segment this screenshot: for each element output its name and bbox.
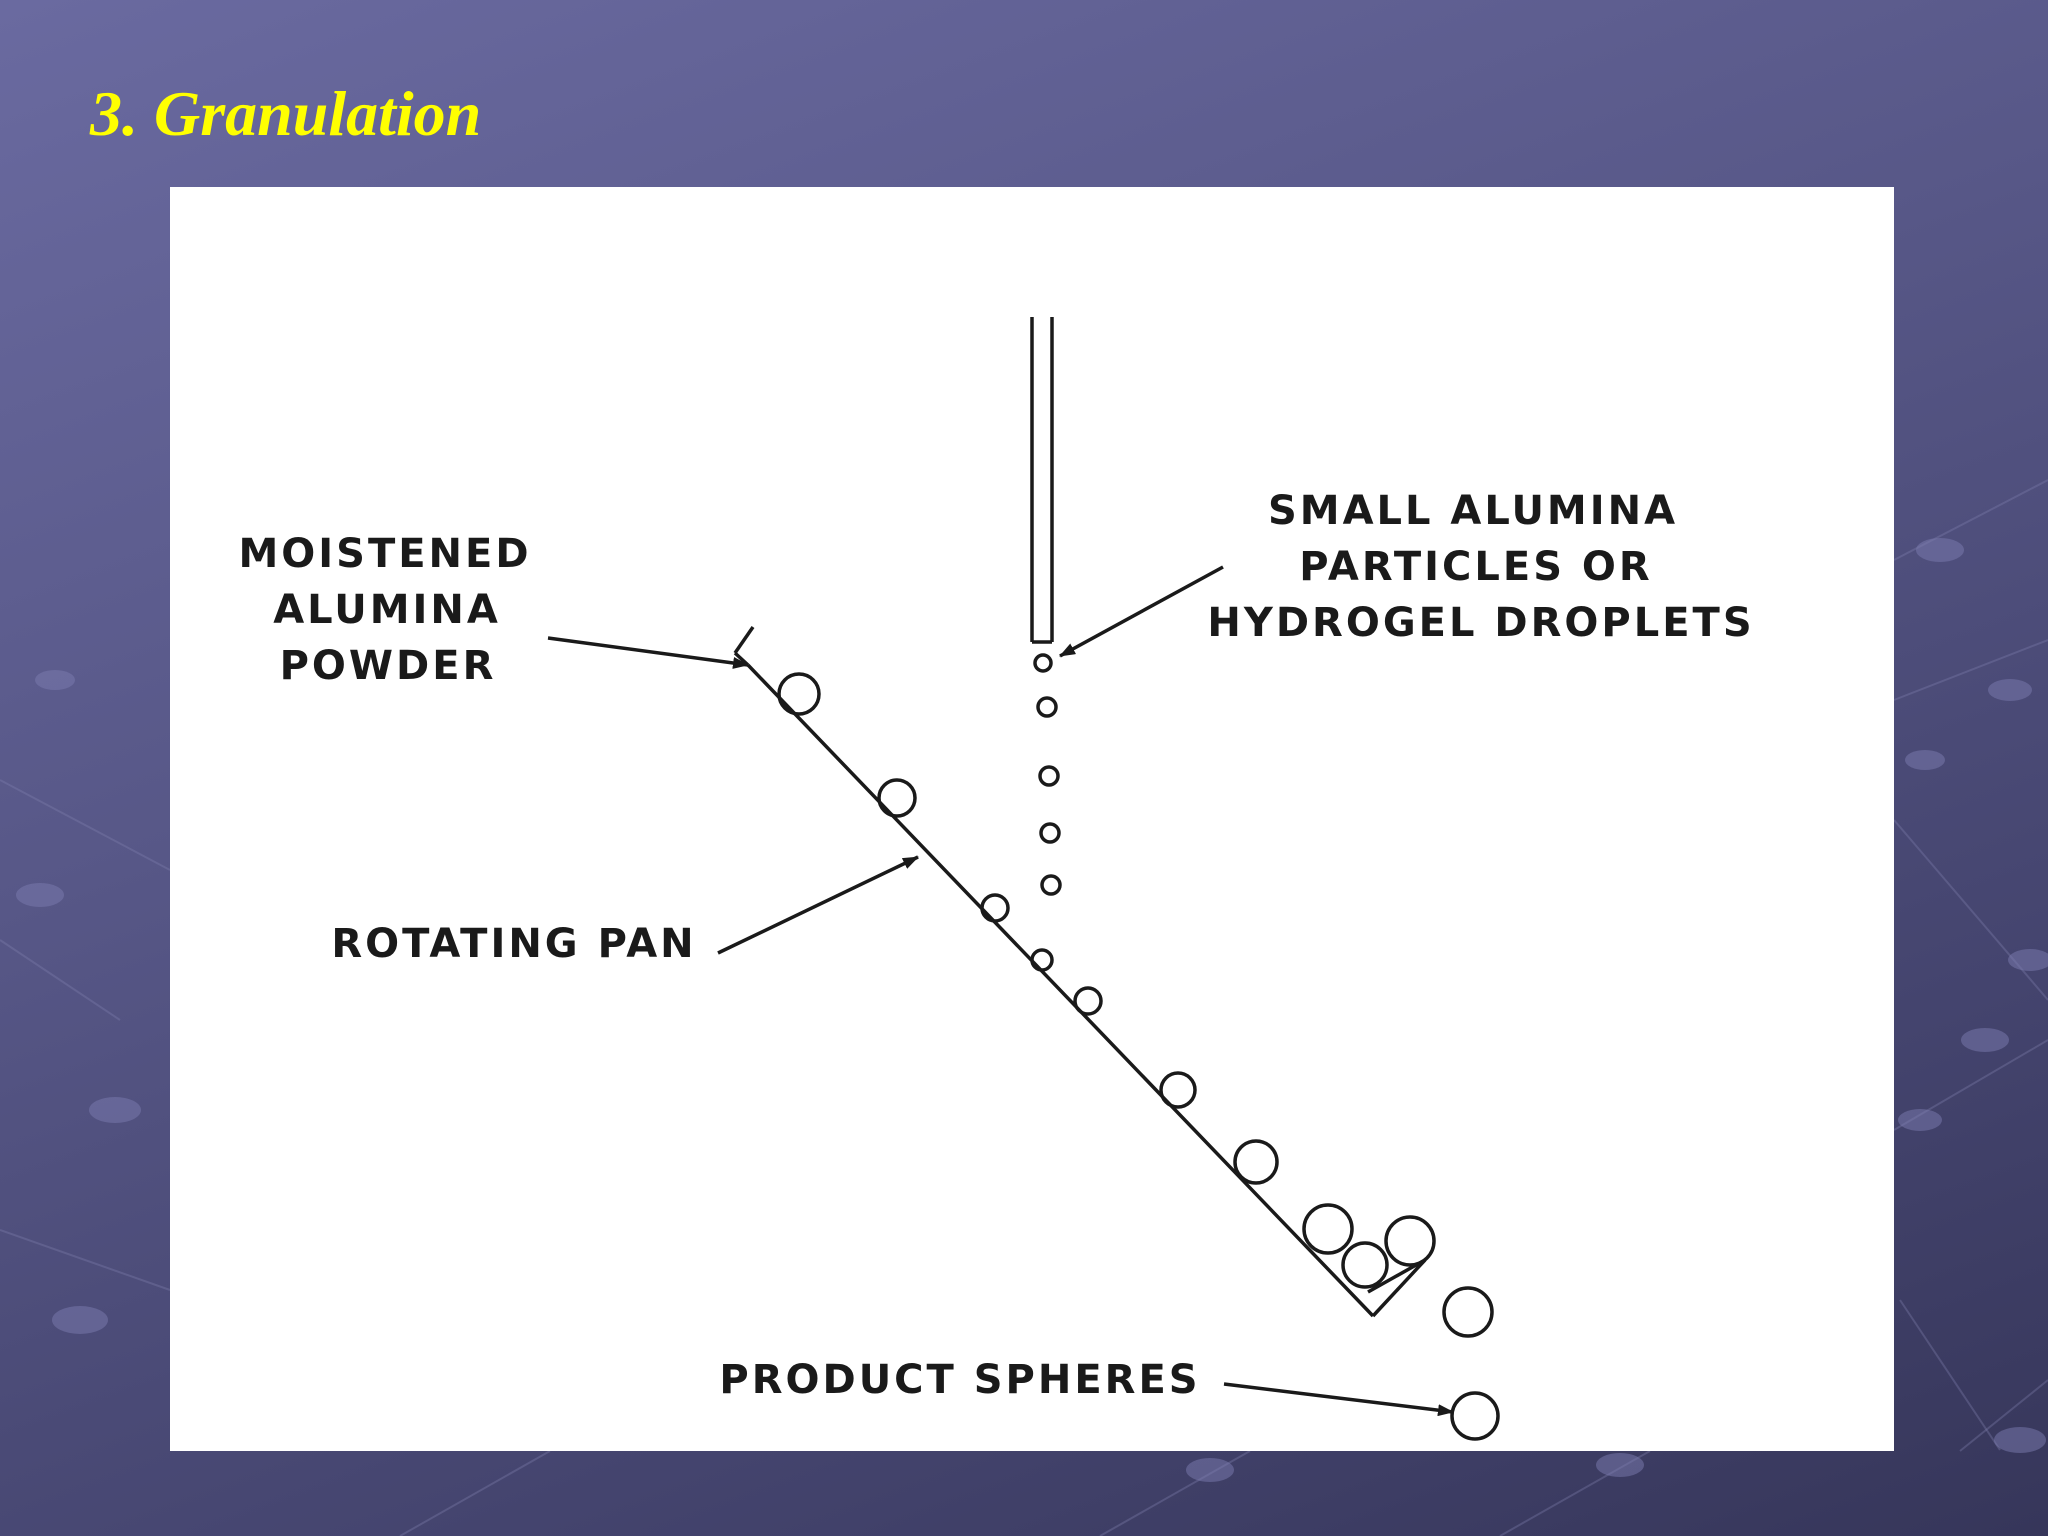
granulation-diagram-panel: MOISTENED ALUMINA POWDER SMALL ALUMINA P… [170,187,1894,1451]
slide-title: 3. Granulation [90,78,482,149]
feed-tube [1030,317,1054,644]
arrow-feed [1059,565,1224,658]
falling-droplets [1033,653,1062,896]
label-product-spheres: PRODUCT SPHERES [719,1357,1200,1403]
arrow-rotating-pan [717,855,919,955]
label-moistened-powder-line-2: ALUMINA [273,587,501,633]
arrow-product-spheres [1223,1382,1454,1417]
label-rotating-pan: ROTATING PAN [331,921,696,967]
product-spheres [1442,1286,1500,1441]
label-feed-line-1: SMALL ALUMINA [1268,488,1678,534]
label-moistened-powder-line-3: POWDER [280,643,497,689]
rotating-pan [733,626,1427,1318]
label-moistened-powder-line-1: MOISTENED [238,531,531,577]
granules-on-pan [777,672,1436,1289]
label-feed-line-2: PARTICLES OR [1299,544,1652,590]
label-feed-line-3: HYDROGEL DROPLETS [1207,600,1754,646]
granulation-diagram: MOISTENED ALUMINA POWDER SMALL ALUMINA P… [238,317,1754,1441]
arrow-moistened-powder [547,636,749,669]
leader-arrows [547,565,1454,1417]
